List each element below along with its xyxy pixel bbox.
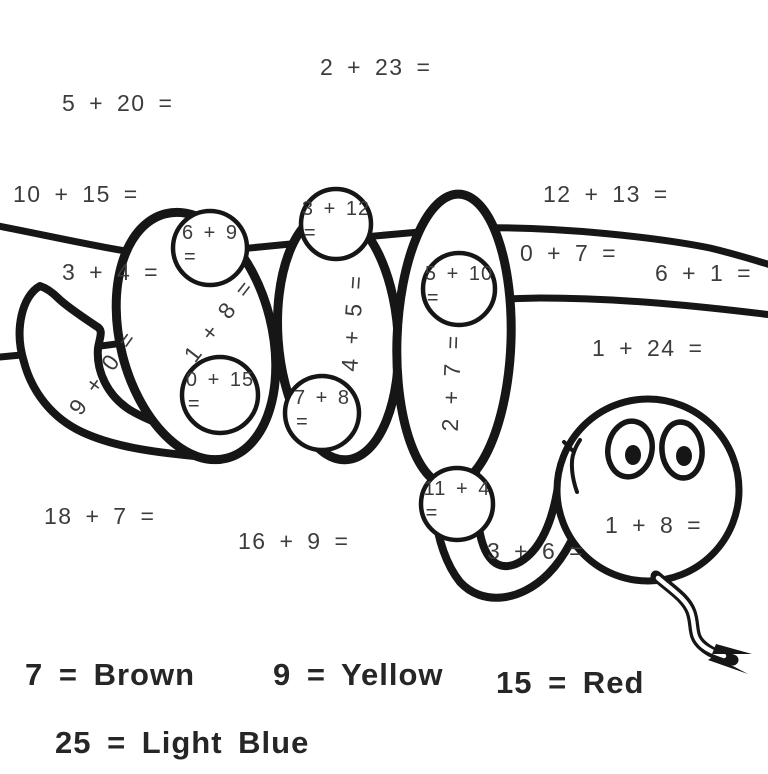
circle-problem-equals: = [303,222,317,245]
legend-9-yellow: 9 = Yellow [273,657,444,692]
circle-problem-0-plus-15: 0 + 15 = [186,368,254,416]
spot-circle-1 [170,208,250,288]
circle-problem-equals: = [426,287,440,310]
legend-25-light-blue: 25 = Light Blue [55,725,310,760]
circle-problem-expression: 0 + 15 [185,369,255,392]
legend-7-brown: 7 = Brown [25,657,196,692]
circle-problem-3-plus-12: 3 + 12 = [302,197,370,245]
problem-1-plus-8-head: 1 + 8 = [605,512,703,538]
tongue-prong-upper [712,644,752,654]
problem-0-plus-7: 0 + 7 = [520,240,618,266]
problem-6-plus-1: 6 + 1 = [655,260,753,286]
circle-problem-7-plus-8: 7 + 8 = [294,386,350,434]
problem-3-plus-6: 3 + 6 = [487,538,585,564]
circle-problem-11-plus-4: 11 + 4 = [424,477,491,525]
circle-problem-equals: = [295,411,309,434]
spot-circle-6 [418,465,496,543]
forked-tongue-core [655,575,727,659]
circle-problem-equals: = [187,393,201,416]
small-fork-mark [562,438,582,494]
spot-circle-4 [282,373,362,453]
spot-circle-2 [298,186,374,262]
circle-problem-expression: 5 + 10 [424,263,494,286]
spot-circle-3 [179,354,261,436]
circle-problem-equals: = [183,246,197,269]
circle-problem-expression: 11 + 4 [423,478,491,501]
problem-18-plus-7: 18 + 7 = [44,503,156,529]
legend-15-red: 15 = Red [496,665,645,700]
problem-3-plus-4: 3 + 4 = [62,259,160,285]
spot-circle-5 [420,250,498,328]
circle-problem-equals: = [425,502,439,525]
circle-problem-6-plus-9: 6 + 9 = [182,221,238,269]
problem-2-plus-23: 2 + 23 = [320,54,432,80]
problem-12-plus-13: 12 + 13 = [543,181,669,207]
circle-problem-5-plus-10: 5 + 10 = [425,262,493,310]
problem-10-plus-15: 10 + 15 = [13,181,139,207]
problem-1-plus-24: 1 + 24 = [592,335,704,361]
tongue-prong-lower [708,656,748,674]
circle-problem-expression: 7 + 8 [293,387,351,410]
snake-pupil-left-icon [625,445,641,465]
circle-problem-expression: 6 + 9 [181,222,239,245]
problem-2-plus-7-coil: 2 + 7 = [436,333,467,432]
problem-5-plus-20: 5 + 20 = [62,90,174,116]
snake-pupil-right-icon [676,446,692,466]
circle-problem-expression: 3 + 12 [301,198,371,221]
problem-16-plus-9: 16 + 9 = [238,528,350,554]
